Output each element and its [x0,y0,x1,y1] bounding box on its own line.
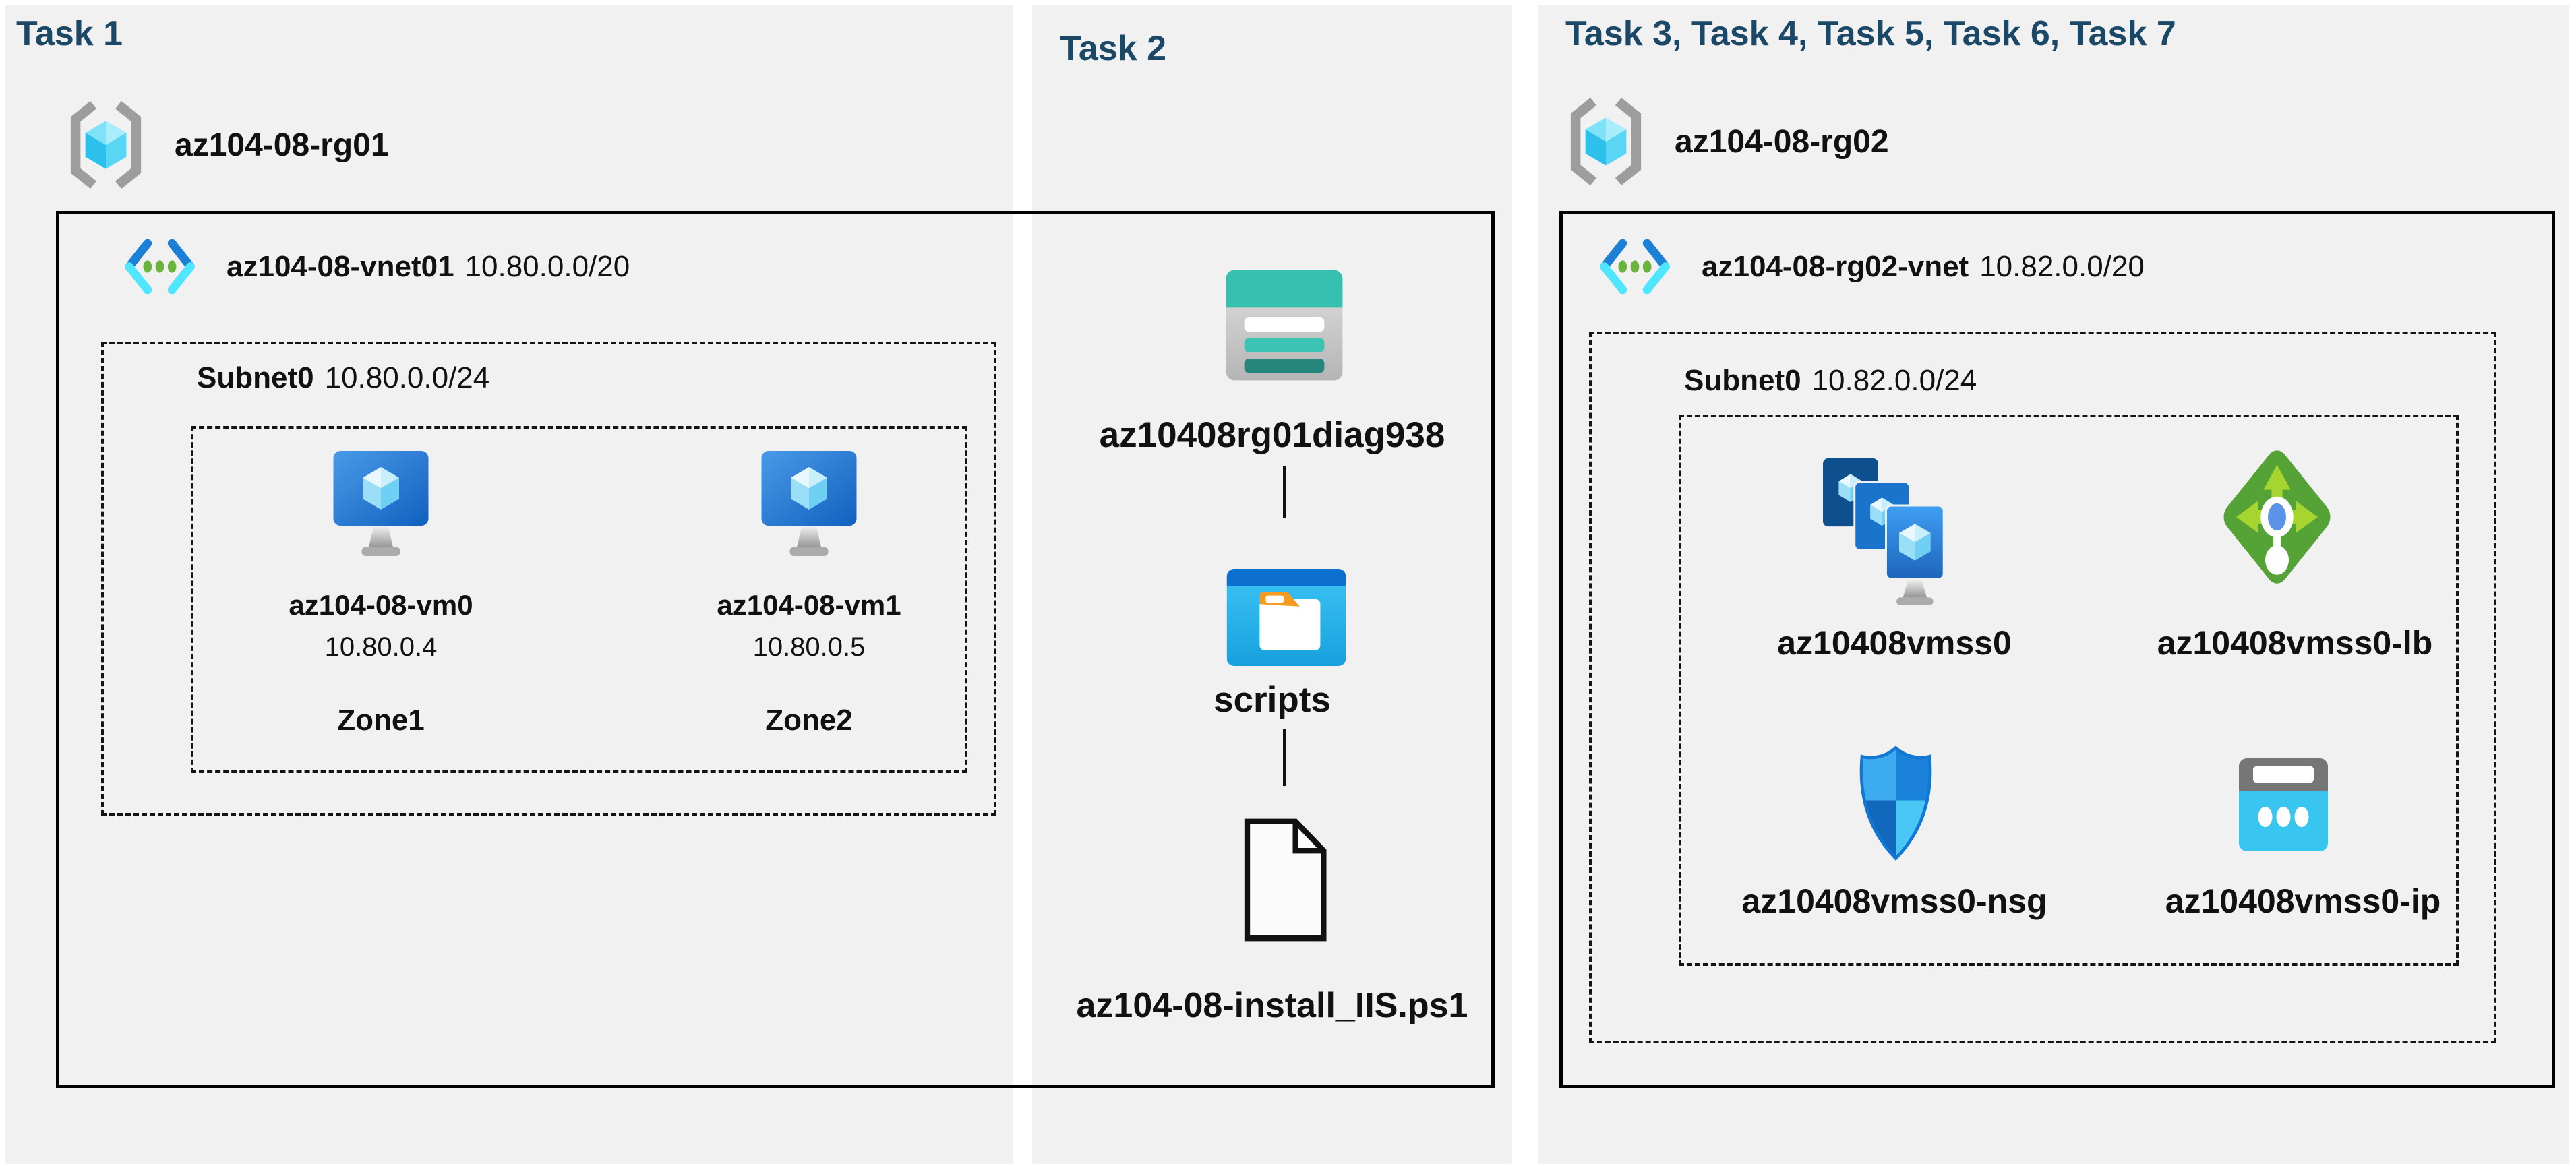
public-ip-icon [2239,758,2328,851]
task1-vm-group-box [191,426,967,773]
subnet-name: Subnet0 [1684,364,1801,397]
task1-vnet: az104-08-vnet01 10.80.0.0/20 [120,236,630,297]
folder-container-icon [1226,569,1346,666]
connector-storage-scripts [1283,466,1286,518]
storage-account-icon [1226,270,1343,381]
task3-title: Task 3, Task 4, Task 5, Task 6, Task 7 [1565,14,2176,53]
vnet-name: az104-08-vnet01 [227,249,454,283]
task3-panel [1538,5,2569,1164]
resource-group-icon [70,100,142,189]
nsg-icon [1859,745,1932,861]
vm0-ip: 10.80.0.4 [324,632,438,662]
vmss-name: az10408vmss0 [1777,624,2012,662]
script-file-name: az104-08-install_IIS.ps1 [1076,986,1468,1025]
resource-group-icon [1570,97,1642,186]
task3-resource-group: az104-08-rg02 [1561,94,1889,189]
vnet-label: az104-08-vnet01 10.80.0.0/20 [227,250,630,284]
public-ip-name: az10408vmss0-ip [2165,882,2441,920]
task1-subnet0-box [101,342,996,816]
subnet-name: Subnet0 [197,361,314,394]
storage-account-name: az10408rg01diag938 [1099,415,1445,455]
resource-group-name: az104-08-rg01 [175,127,389,163]
task1-panel [5,5,1013,1164]
vnet-label: az104-08-rg02-vnet 10.82.0.0/20 [1702,250,2145,284]
task3-subnet0-box [1589,332,2496,1043]
virtual-network-icon [125,239,195,295]
vnet-cidr: 10.80.0.0/20 [465,249,630,283]
vm1-zone: Zone2 [765,704,853,737]
vm1-ip: 10.80.0.5 [752,632,866,662]
vm0-name: az104-08-vm0 [289,589,473,621]
container-name: scripts [1214,680,1331,720]
load-balancer-name: az10408vmss0-lb [2157,624,2433,662]
vnet01-boundary-box [56,211,1495,1088]
vnet-cidr: 10.82.0.0/20 [1979,249,2145,283]
vnet-name: az104-08-rg02-vnet [1702,249,1969,283]
subnet-cidr: 10.82.0.0/24 [1811,364,1977,397]
connector-scripts-file [1283,729,1286,786]
task1-title: Task 1 [16,14,123,53]
virtual-machine-icon [761,451,857,556]
virtual-network-icon [1600,239,1670,295]
task1-subnet-label: Subnet0 10.80.0.0/24 [197,361,489,395]
resource-group-name: az104-08-rg02 [1675,123,1889,160]
load-balancer-icon [2223,450,2331,584]
task3-resource-group-box [1679,415,2459,966]
vm0-zone: Zone1 [337,704,425,737]
vm1-name: az104-08-vm1 [717,589,901,621]
nsg-name: az10408vmss0-nsg [1741,882,2047,920]
document-icon [1244,818,1327,942]
task2-title: Task 2 [1060,29,1167,68]
task3-vnet: az104-08-rg02-vnet 10.82.0.0/20 [1595,236,2145,297]
task3-subnet-label: Subnet0 10.82.0.0/24 [1684,364,1977,398]
virtual-machine-icon [333,451,429,556]
subnet-cidr: 10.80.0.0/24 [324,361,490,394]
task1-resource-group: az104-08-rg01 [61,98,389,192]
vmss-icon [1823,458,1945,605]
rg02-vnet-boundary-box [1559,211,2555,1088]
